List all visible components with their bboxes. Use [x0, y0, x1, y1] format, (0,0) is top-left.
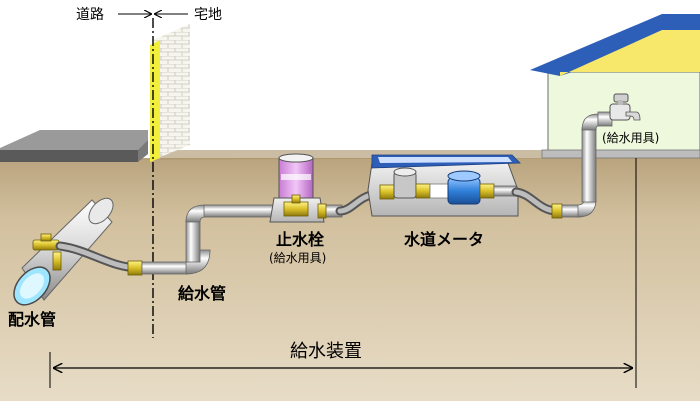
saddle-fitting	[32, 233, 62, 271]
road-label: 道路	[76, 7, 104, 23]
road-slab-edge	[0, 150, 138, 162]
house-roof-edge	[530, 14, 700, 76]
ground-surface	[0, 150, 700, 160]
house-roof-gable	[560, 30, 700, 76]
wall-yellow-edge	[150, 40, 160, 162]
faucet-icon	[609, 93, 641, 121]
road-slab-corner	[138, 140, 148, 162]
stop-valve-note: (給水用具)	[269, 251, 327, 265]
house-floor-slab	[541, 149, 700, 159]
pipe-to-house	[511, 111, 613, 219]
stop-valve-label: 止水栓	[276, 230, 325, 249]
site-label: 宅地	[194, 7, 222, 23]
water-meter-label: 水道メータ	[404, 230, 485, 249]
service-pipe-label: 給水管	[178, 284, 227, 303]
faucet-note: (給水用具)	[602, 131, 660, 145]
water-meter-device	[379, 167, 517, 205]
brick-wall-face	[153, 24, 190, 160]
distribution-pipe-label: 配水管	[8, 310, 57, 329]
system-label: 給水装置	[290, 341, 362, 362]
service-pipe	[55, 204, 277, 276]
road-slab-top	[0, 130, 148, 150]
